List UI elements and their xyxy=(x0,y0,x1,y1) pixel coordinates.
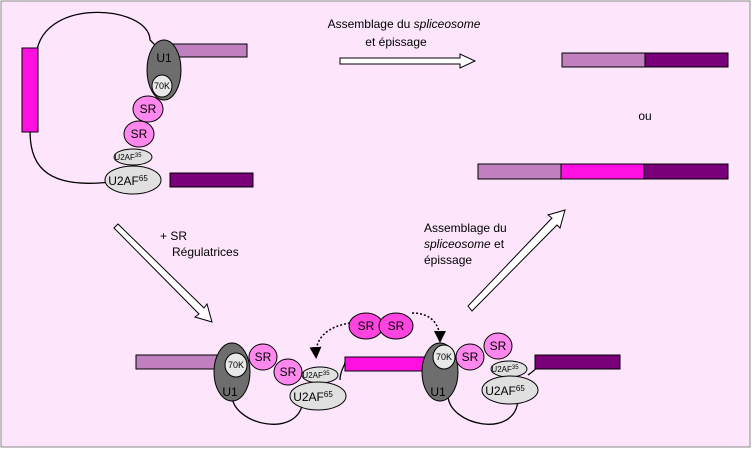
exon-middle-bottom xyxy=(344,356,431,372)
u1-label: U1 xyxy=(430,385,446,399)
hollow-arrow-diag-down xyxy=(113,223,213,323)
exon-right-top xyxy=(169,172,254,188)
diag-up-label-line3: épissage xyxy=(424,253,472,267)
top-arrow-group: Assemblage du spliceosome et épissage xyxy=(328,17,481,69)
u2af65-blob xyxy=(104,165,162,195)
sr-label: SR xyxy=(280,365,297,379)
k70-blob xyxy=(151,74,173,98)
exon-right-bottom xyxy=(534,354,621,370)
u2af65-top: U2AF65 xyxy=(104,165,162,195)
u2af65-blob xyxy=(289,381,347,411)
diag-down-label-line1: + SR xyxy=(160,229,187,243)
sr-label: SR xyxy=(131,127,148,141)
diag-up-label-line1: Assemblage du xyxy=(424,221,507,235)
u2af35-label: U2AF35 xyxy=(491,365,519,374)
sr-label: SR xyxy=(140,102,157,116)
u2af35-label: U2AF35 xyxy=(114,153,142,162)
hollow-arrow-right xyxy=(339,53,477,69)
sr-blob xyxy=(248,343,278,371)
sr-label: SR xyxy=(490,339,507,353)
u2af35-label: U2AF35 xyxy=(302,371,330,380)
diag-arrow-up-group: Assemblage du spliceosome et épissage xyxy=(424,209,566,312)
sr-label: SR xyxy=(358,319,375,333)
intron-bottom-2 xyxy=(447,394,519,425)
k70-blob xyxy=(432,344,456,370)
or-label: ou xyxy=(638,109,651,123)
assembly-bottom-left: U1 70K SR SR U2AF35 U2AF65 xyxy=(213,342,347,411)
premrna-top-left: U1 70K SR SR U2AF35 U2AF65 xyxy=(21,11,254,195)
sr-blob xyxy=(132,95,164,123)
diag-up-label-line2: spliceosome et xyxy=(424,237,505,251)
sr-top-2: SR xyxy=(123,120,155,148)
u1-complex-top: U1 70K xyxy=(146,39,182,101)
top-arrow-label-line2: et épissage xyxy=(365,35,427,49)
k70-label: 70K xyxy=(228,360,244,370)
exon-left-top xyxy=(171,43,248,58)
u1-label: U1 xyxy=(156,51,172,65)
diag-down-label-line2: Régulatrices xyxy=(172,245,239,259)
hollow-arrow-diag-up xyxy=(467,209,566,312)
exon-right xyxy=(643,163,729,180)
top-arrow-label-line1: Assemblage du spliceosome xyxy=(328,17,481,31)
u2af65-label: U2AF65 xyxy=(108,174,148,188)
assembly-bottom-right: U1 70K SR SR U2AF35 U2AF65 xyxy=(421,332,539,405)
sr-free-1: SR xyxy=(348,312,384,340)
free-sr-pair: SR SR xyxy=(309,312,446,359)
sr-label: SR xyxy=(255,350,272,364)
sr-blob xyxy=(455,343,485,371)
dotted-arrow-right xyxy=(411,312,446,343)
sr-label: SR xyxy=(462,350,479,364)
exon-left xyxy=(477,163,562,180)
exon-left xyxy=(561,52,646,68)
intron-bottom-1 xyxy=(231,394,304,425)
intron-loop-top xyxy=(35,11,156,61)
k70-label: 70K xyxy=(436,352,452,362)
sr-blob xyxy=(273,358,303,386)
u1-label: U1 xyxy=(222,385,238,399)
exon-middle-vertical xyxy=(21,47,39,133)
k70-label: 70K xyxy=(154,81,170,91)
exon-right xyxy=(644,52,729,68)
u2af65-blob xyxy=(481,375,539,405)
sr-top-1: SR xyxy=(132,95,164,123)
u2af65-label: U2AF65 xyxy=(293,390,333,404)
u2af35-top: U2AF35 xyxy=(113,148,153,166)
k70-blob xyxy=(224,352,248,378)
intron-loop-bottom xyxy=(29,129,111,184)
product-long xyxy=(477,163,729,180)
dotted-arrow-left xyxy=(309,322,351,359)
product-short xyxy=(561,52,729,68)
exon-middle xyxy=(560,163,645,180)
sr-blob xyxy=(483,332,513,360)
u2af35-blob xyxy=(113,148,153,166)
exon-left-bottom xyxy=(135,354,223,370)
sr-blob xyxy=(378,312,414,340)
u2af65-label: U2AF65 xyxy=(485,384,525,398)
sr-label: SR xyxy=(388,319,405,333)
diag-arrow-down-group: + SR Régulatrices xyxy=(113,223,239,323)
sr-free-2: SR xyxy=(378,312,414,340)
sr-blob xyxy=(123,120,155,148)
